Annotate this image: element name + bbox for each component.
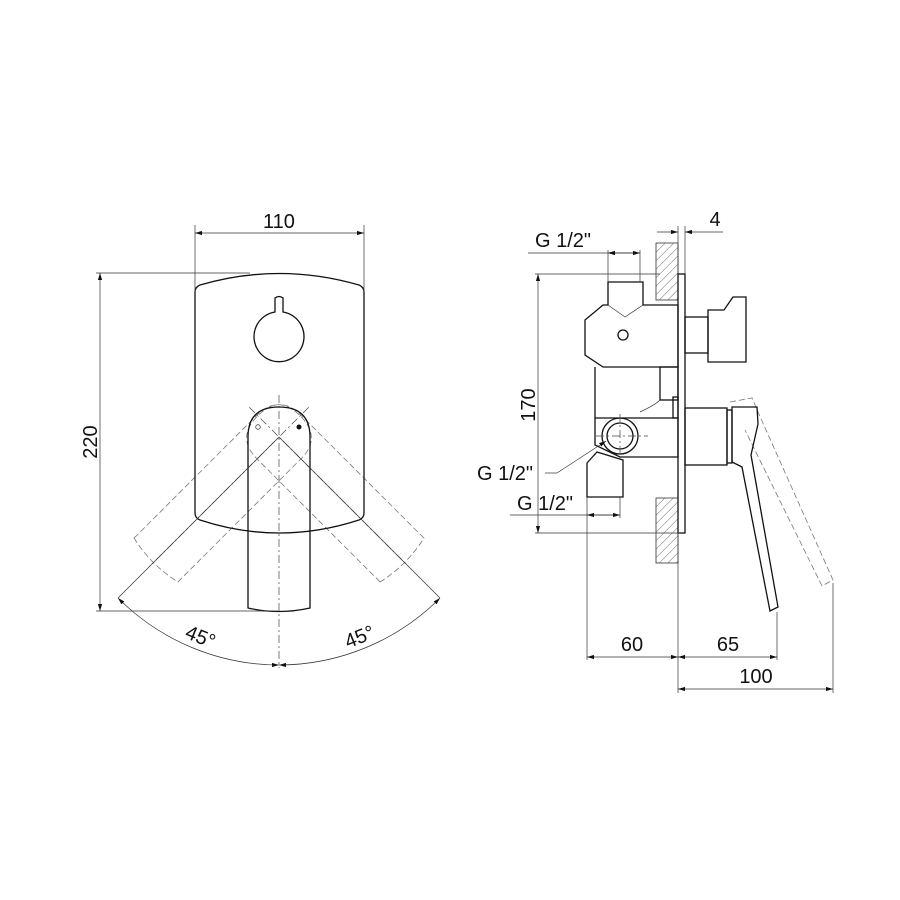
handle-projection-dimension: 65	[717, 634, 739, 656]
diverter-knob-hole	[253, 295, 305, 363]
valve-body-upper	[584, 281, 679, 368]
lever-side	[731, 406, 779, 612]
depth-dimension: 60	[621, 634, 643, 656]
total-projection-dimension: 100	[739, 666, 772, 688]
wall-section-top	[655, 242, 679, 301]
side-view: 4 G 1/2" G 1/2" G 1/2" 170 60 65 100	[477, 209, 834, 693]
cold-indicator	[255, 424, 261, 430]
body-height-dimension: 170	[518, 388, 540, 421]
bottom-inlet-fitting	[586, 451, 624, 498]
side-thread-label: G 1/2"	[477, 463, 533, 485]
front-view: 110 220 45° 45°	[80, 211, 441, 668]
plate-thickness-dimension: 4	[709, 209, 720, 231]
valve-body-lower	[594, 417, 679, 458]
wall-section-bottom	[655, 497, 679, 564]
bottom-thread-label: G 1/2"	[517, 493, 573, 515]
cover-plate	[194, 272, 365, 534]
top-thread-label: G 1/2"	[535, 230, 591, 252]
hot-indicator	[296, 424, 302, 430]
angle-left-dimension: 45°	[182, 622, 218, 654]
diverter-knob-side	[707, 296, 747, 363]
angle-right-dimension: 45°	[342, 622, 378, 654]
width-dimension: 110	[263, 211, 295, 233]
side-cover-plate	[677, 273, 686, 534]
height-dimension: 220	[80, 425, 102, 458]
